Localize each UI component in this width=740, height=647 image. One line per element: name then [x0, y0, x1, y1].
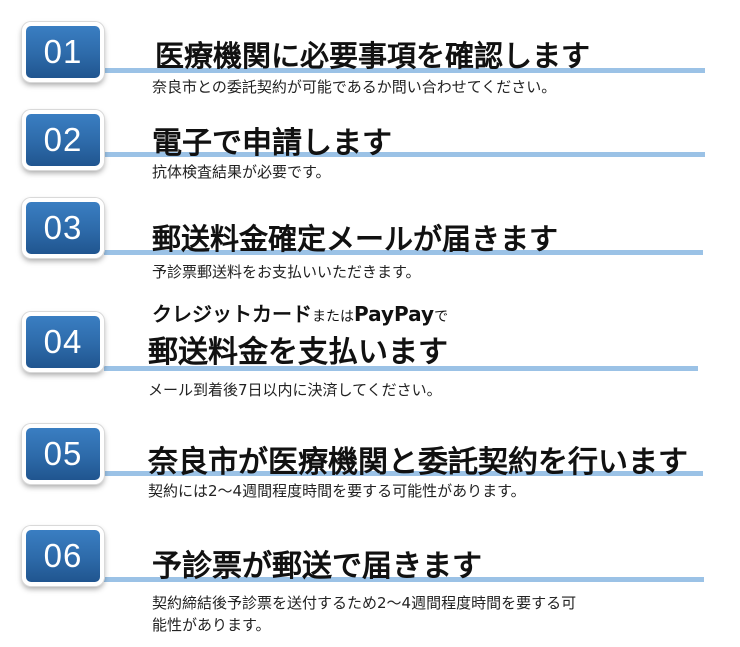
step-title: 郵送料金確定メールが届きます: [152, 222, 559, 256]
step-description-line-2: 能性があります。: [152, 616, 271, 634]
step-number: 05: [43, 435, 83, 472]
step-pretitle: クレジットカードまたはPayPayで: [152, 298, 448, 327]
step-number-badge: 05: [22, 424, 104, 484]
step-description: 抗体検査結果が必要です。: [152, 163, 331, 181]
step-divider: [104, 250, 703, 255]
step-number: 06: [43, 537, 83, 574]
step-number-badge: 04: [22, 312, 104, 372]
step-number: 01: [43, 33, 83, 70]
step-number-badge: 06: [22, 526, 104, 586]
step-title: 医療機関に必要事項を確認します: [155, 39, 591, 73]
step-number-badge: 02: [22, 110, 104, 170]
step-description: 予診票郵送料をお支払いいただきます。: [152, 263, 421, 281]
step-divider: [104, 471, 703, 476]
step-divider: [104, 366, 698, 371]
step-description: メール到着後7日以内に決済してください。: [148, 381, 442, 399]
pretitle-or: または: [312, 309, 354, 325]
step-title: 奈良市が医療機関と委託契約を行います: [148, 445, 688, 480]
step-title: 予診票が郵送で届きます: [152, 549, 482, 584]
step-divider: [104, 152, 705, 157]
pretitle-paypay: PayPay: [354, 302, 435, 326]
pretitle-credit-card: クレジットカード: [152, 302, 312, 326]
step-number: 04: [43, 323, 83, 360]
step-divider: [104, 577, 704, 582]
step-divider: [104, 68, 705, 73]
step-number: 02: [43, 121, 83, 158]
step-number: 03: [43, 209, 83, 246]
step-number-badge: 01: [22, 22, 104, 82]
step-description-line-1: 契約締結後予診票を送付するため2～4週間程度時間を要する可: [152, 594, 577, 612]
step-description: 奈良市との委託契約が可能であるか問い合わせてください。: [152, 78, 557, 96]
step-title: 郵送料金を支払います: [148, 335, 448, 370]
step-title: 電子で申請します: [152, 126, 392, 161]
step-number-badge: 03: [22, 198, 104, 258]
step-description: 契約には2～4週間程度時間を要する可能性があります。: [148, 482, 526, 500]
pretitle-de: で: [434, 309, 449, 325]
